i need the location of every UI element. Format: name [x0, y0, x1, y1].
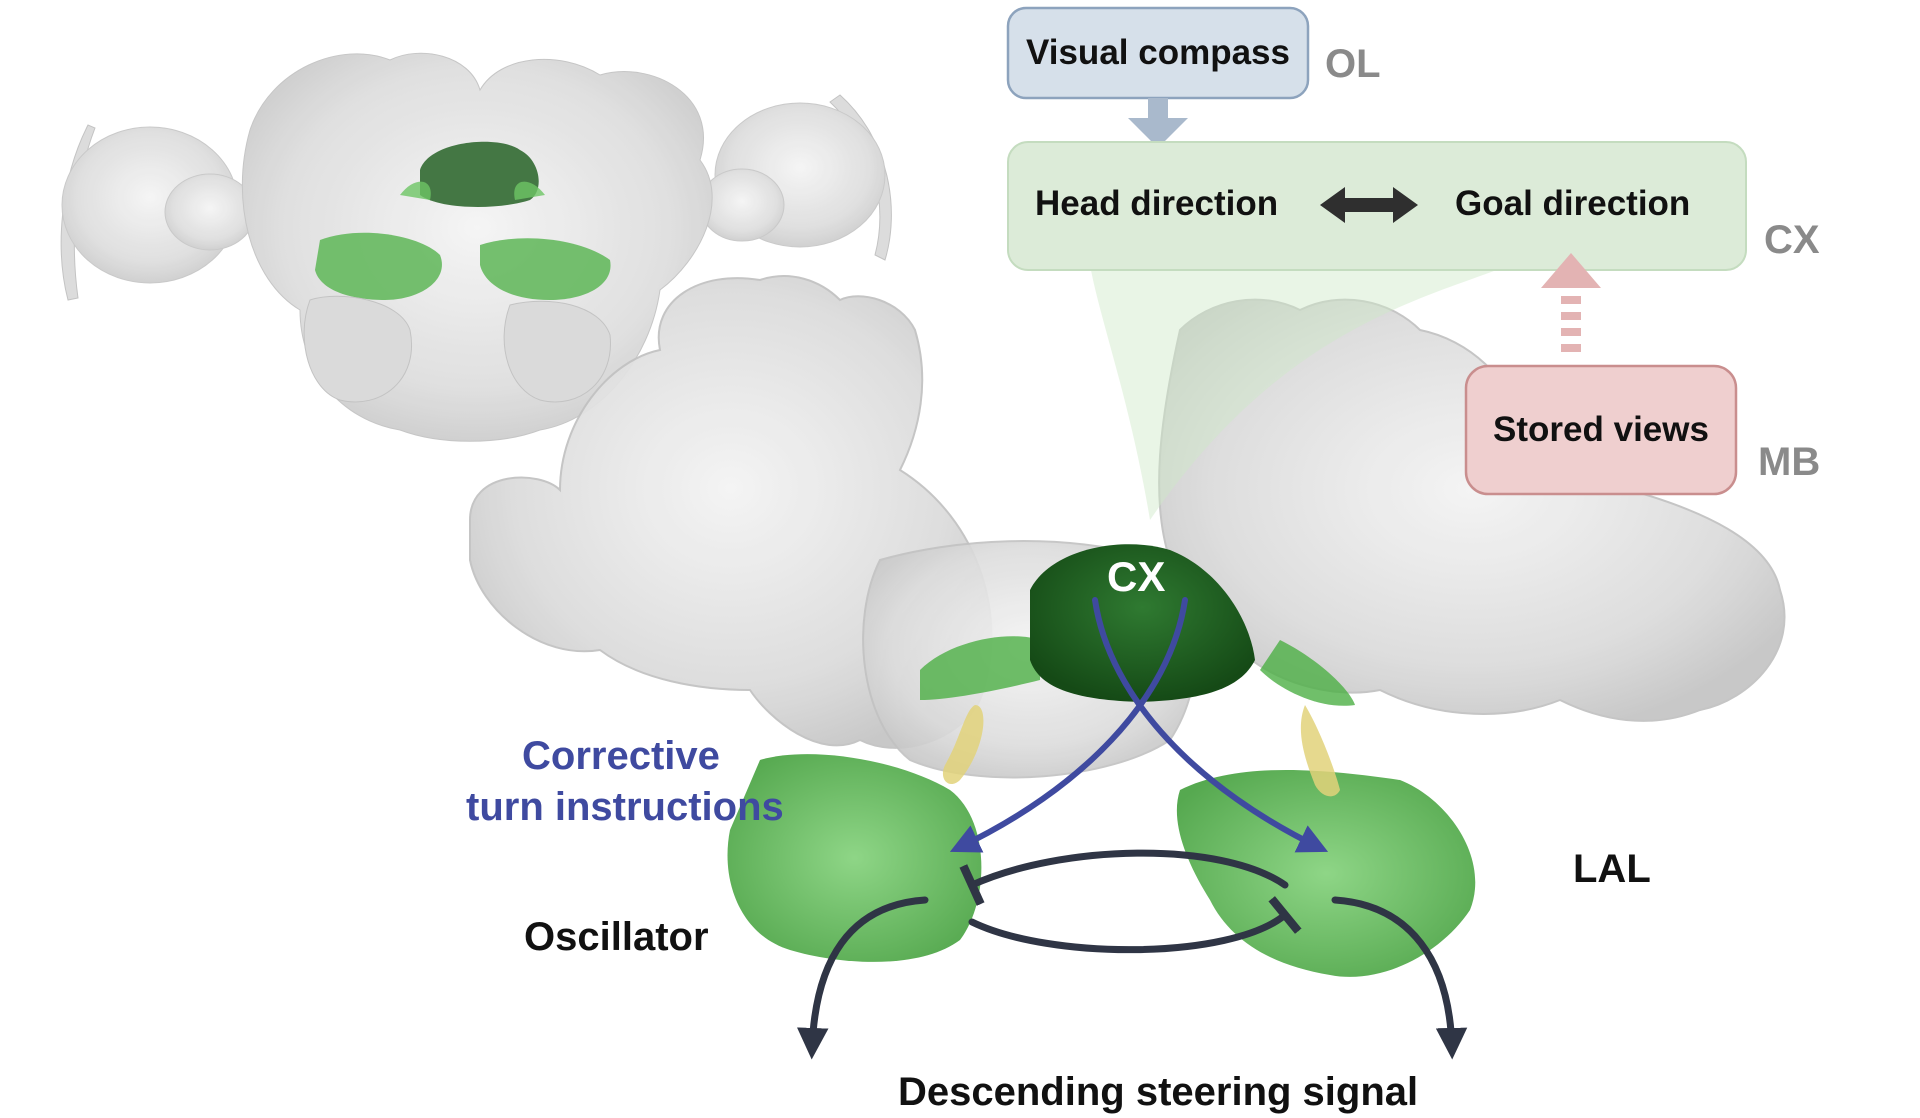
cx-projection-wedge	[1090, 265, 1510, 520]
left-brain-lobe	[469, 275, 993, 749]
yellow-tract-left	[942, 705, 984, 785]
corrective-arrows	[949, 597, 1329, 853]
ol-label: OL	[1325, 42, 1381, 86]
right-descending-arrow	[1331, 896, 1468, 1060]
mb-label: MB	[1758, 440, 1821, 484]
left-to-right-inhibition	[968, 896, 1302, 954]
inset-lower-lobe-left	[303, 295, 412, 403]
yellow-tract-right	[1300, 705, 1340, 797]
stored-views-label: Stored views	[1493, 410, 1709, 449]
inset-brain	[60, 52, 892, 442]
inset-lower-lobe-right	[503, 300, 611, 403]
lal-left	[727, 754, 982, 962]
head-direction-label: Head direction	[1035, 184, 1279, 223]
inset-cx-wing-left	[400, 181, 431, 200]
inset-left-medulla	[164, 173, 256, 251]
goal-direction-label: Goal direction	[1455, 184, 1691, 223]
descending-signal-label: Descending steering signal	[898, 1070, 1419, 1114]
inset-cx	[420, 141, 539, 207]
visual-compass-label: Visual compass	[1026, 33, 1290, 72]
inset-right-medulla	[699, 168, 785, 242]
cx-to-right-lal-arrow	[1092, 597, 1329, 853]
cx-body	[1030, 544, 1255, 702]
schematic	[1006, 6, 1747, 496]
lal-right	[1176, 770, 1476, 977]
right-to-left-inhibition	[959, 849, 1289, 906]
bidirectional-arrow	[1320, 187, 1418, 223]
cx-region-label: CX	[1764, 218, 1820, 262]
inset-lal-left	[315, 232, 442, 300]
lal-label: LAL	[1573, 847, 1651, 891]
left-descending-arrow	[797, 896, 929, 1060]
cx-wing-right	[1260, 640, 1355, 706]
oscillator-label: Oscillator	[524, 915, 709, 959]
inset-cx-wing-right	[514, 181, 545, 200]
inset-lal-right	[480, 238, 611, 300]
stored-views-box	[1464, 364, 1738, 496]
corrective-label-line1: Corrective	[522, 734, 720, 778]
main-brain	[469, 265, 1786, 977]
corrective-label-line2: turn instructions	[466, 785, 784, 829]
cx-brain-label: CX	[1107, 553, 1166, 600]
mb-to-cx-dashed-arrow	[1541, 253, 1601, 352]
cx-wing-left	[920, 636, 1040, 700]
oscillator-arrows	[797, 849, 1468, 1060]
cx-to-left-lal-arrow	[949, 597, 1188, 853]
compass-to-cx-arrow	[1128, 98, 1188, 148]
